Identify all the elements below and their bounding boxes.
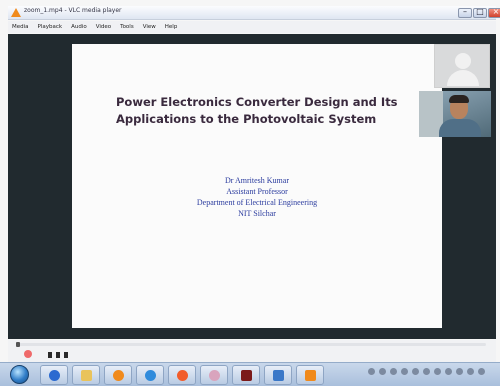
app-icon-dark — [241, 370, 252, 381]
tray-icon[interactable] — [445, 368, 452, 375]
tray-icon[interactable] — [434, 368, 441, 375]
playback-controls — [8, 340, 496, 362]
window-titlebar: zoom_1.mp4 - VLC media player – □ × — [8, 6, 500, 20]
start-button[interactable] — [10, 365, 29, 384]
author-role: Assistant Professor — [226, 187, 288, 196]
author-institute: NIT Silchar — [238, 209, 276, 218]
stop-button[interactable] — [56, 352, 60, 358]
maximize-icon: □ — [476, 7, 484, 16]
author-name: Dr Amritesh Kumar — [225, 176, 289, 185]
tray-icon[interactable] — [478, 368, 485, 375]
taskbar-app-1[interactable] — [40, 365, 68, 385]
webcam-person-body — [439, 119, 481, 137]
tray-icon[interactable] — [401, 368, 408, 375]
maximize-button[interactable]: □ — [473, 7, 487, 18]
menu-tools[interactable]: Tools — [120, 24, 134, 30]
play-pause-button[interactable] — [24, 350, 32, 358]
webcam-person-hair — [449, 95, 469, 103]
taskbar-app-5[interactable] — [168, 365, 196, 385]
tray-icon[interactable] — [467, 368, 474, 375]
taskbar-app-7[interactable] — [232, 365, 260, 385]
taskbar-app-8[interactable] — [264, 365, 292, 385]
app-icon — [145, 370, 156, 381]
slide-title-line-1: Power Electronics Converter Design and I… — [116, 95, 398, 109]
minimize-icon: – — [463, 7, 467, 16]
menu-video[interactable]: Video — [95, 24, 112, 30]
tray-icon[interactable] — [456, 368, 463, 375]
taskbar-app-4[interactable] — [136, 365, 164, 385]
participant-avatar-body — [447, 70, 479, 86]
menu-media[interactable]: Media — [12, 24, 29, 30]
vlc-cone-icon — [305, 370, 316, 381]
minimize-button[interactable]: – — [458, 7, 472, 18]
next-button[interactable] — [64, 352, 68, 358]
tray-icon[interactable] — [390, 368, 397, 375]
window-title: zoom_1.mp4 - VLC media player — [24, 7, 122, 14]
system-tray — [368, 368, 485, 375]
window-icon — [273, 370, 284, 381]
close-icon: × — [492, 7, 500, 16]
folder-icon — [81, 370, 92, 381]
vlc-cone-icon — [11, 8, 21, 17]
presentation-slide: Power Electronics Converter Design and I… — [72, 44, 442, 328]
taskbar-app-2[interactable] — [72, 365, 100, 385]
menu-view[interactable]: View — [142, 24, 156, 30]
tray-icon[interactable] — [379, 368, 386, 375]
menu-audio[interactable]: Audio — [71, 24, 87, 30]
tray-icon[interactable] — [423, 368, 430, 375]
media-icon — [113, 370, 124, 381]
menu-bar: Media Playback Audio Video Tools View He… — [8, 21, 496, 33]
webcam-tile — [419, 91, 491, 137]
chrome-icon — [209, 370, 220, 381]
menu-playback[interactable]: Playback — [37, 24, 63, 30]
participant-avatar-head — [455, 53, 471, 69]
menu-help[interactable]: Help — [164, 24, 178, 30]
previous-button[interactable] — [48, 352, 52, 358]
author-department: Department of Electrical Engineering — [196, 198, 318, 207]
taskbar-app-6[interactable] — [200, 365, 228, 385]
firefox-icon — [177, 370, 188, 381]
taskbar-app-3[interactable] — [104, 365, 132, 385]
participant-tile — [434, 44, 490, 88]
slide-title: Power Electronics Converter Design and I… — [116, 94, 446, 128]
taskbar — [0, 362, 500, 386]
slide-title-line-2: Applications to the Photovoltaic System — [116, 112, 377, 126]
taskbar-vlc[interactable] — [296, 365, 324, 385]
tray-icon[interactable] — [412, 368, 419, 375]
author-block: Dr Amritesh Kumar Assistant Professor De… — [72, 175, 442, 219]
ie-icon — [49, 370, 60, 381]
seek-handle[interactable] — [16, 342, 20, 347]
close-button[interactable]: × — [488, 7, 500, 18]
seek-bar[interactable] — [16, 342, 486, 347]
tray-icon[interactable] — [368, 368, 375, 375]
